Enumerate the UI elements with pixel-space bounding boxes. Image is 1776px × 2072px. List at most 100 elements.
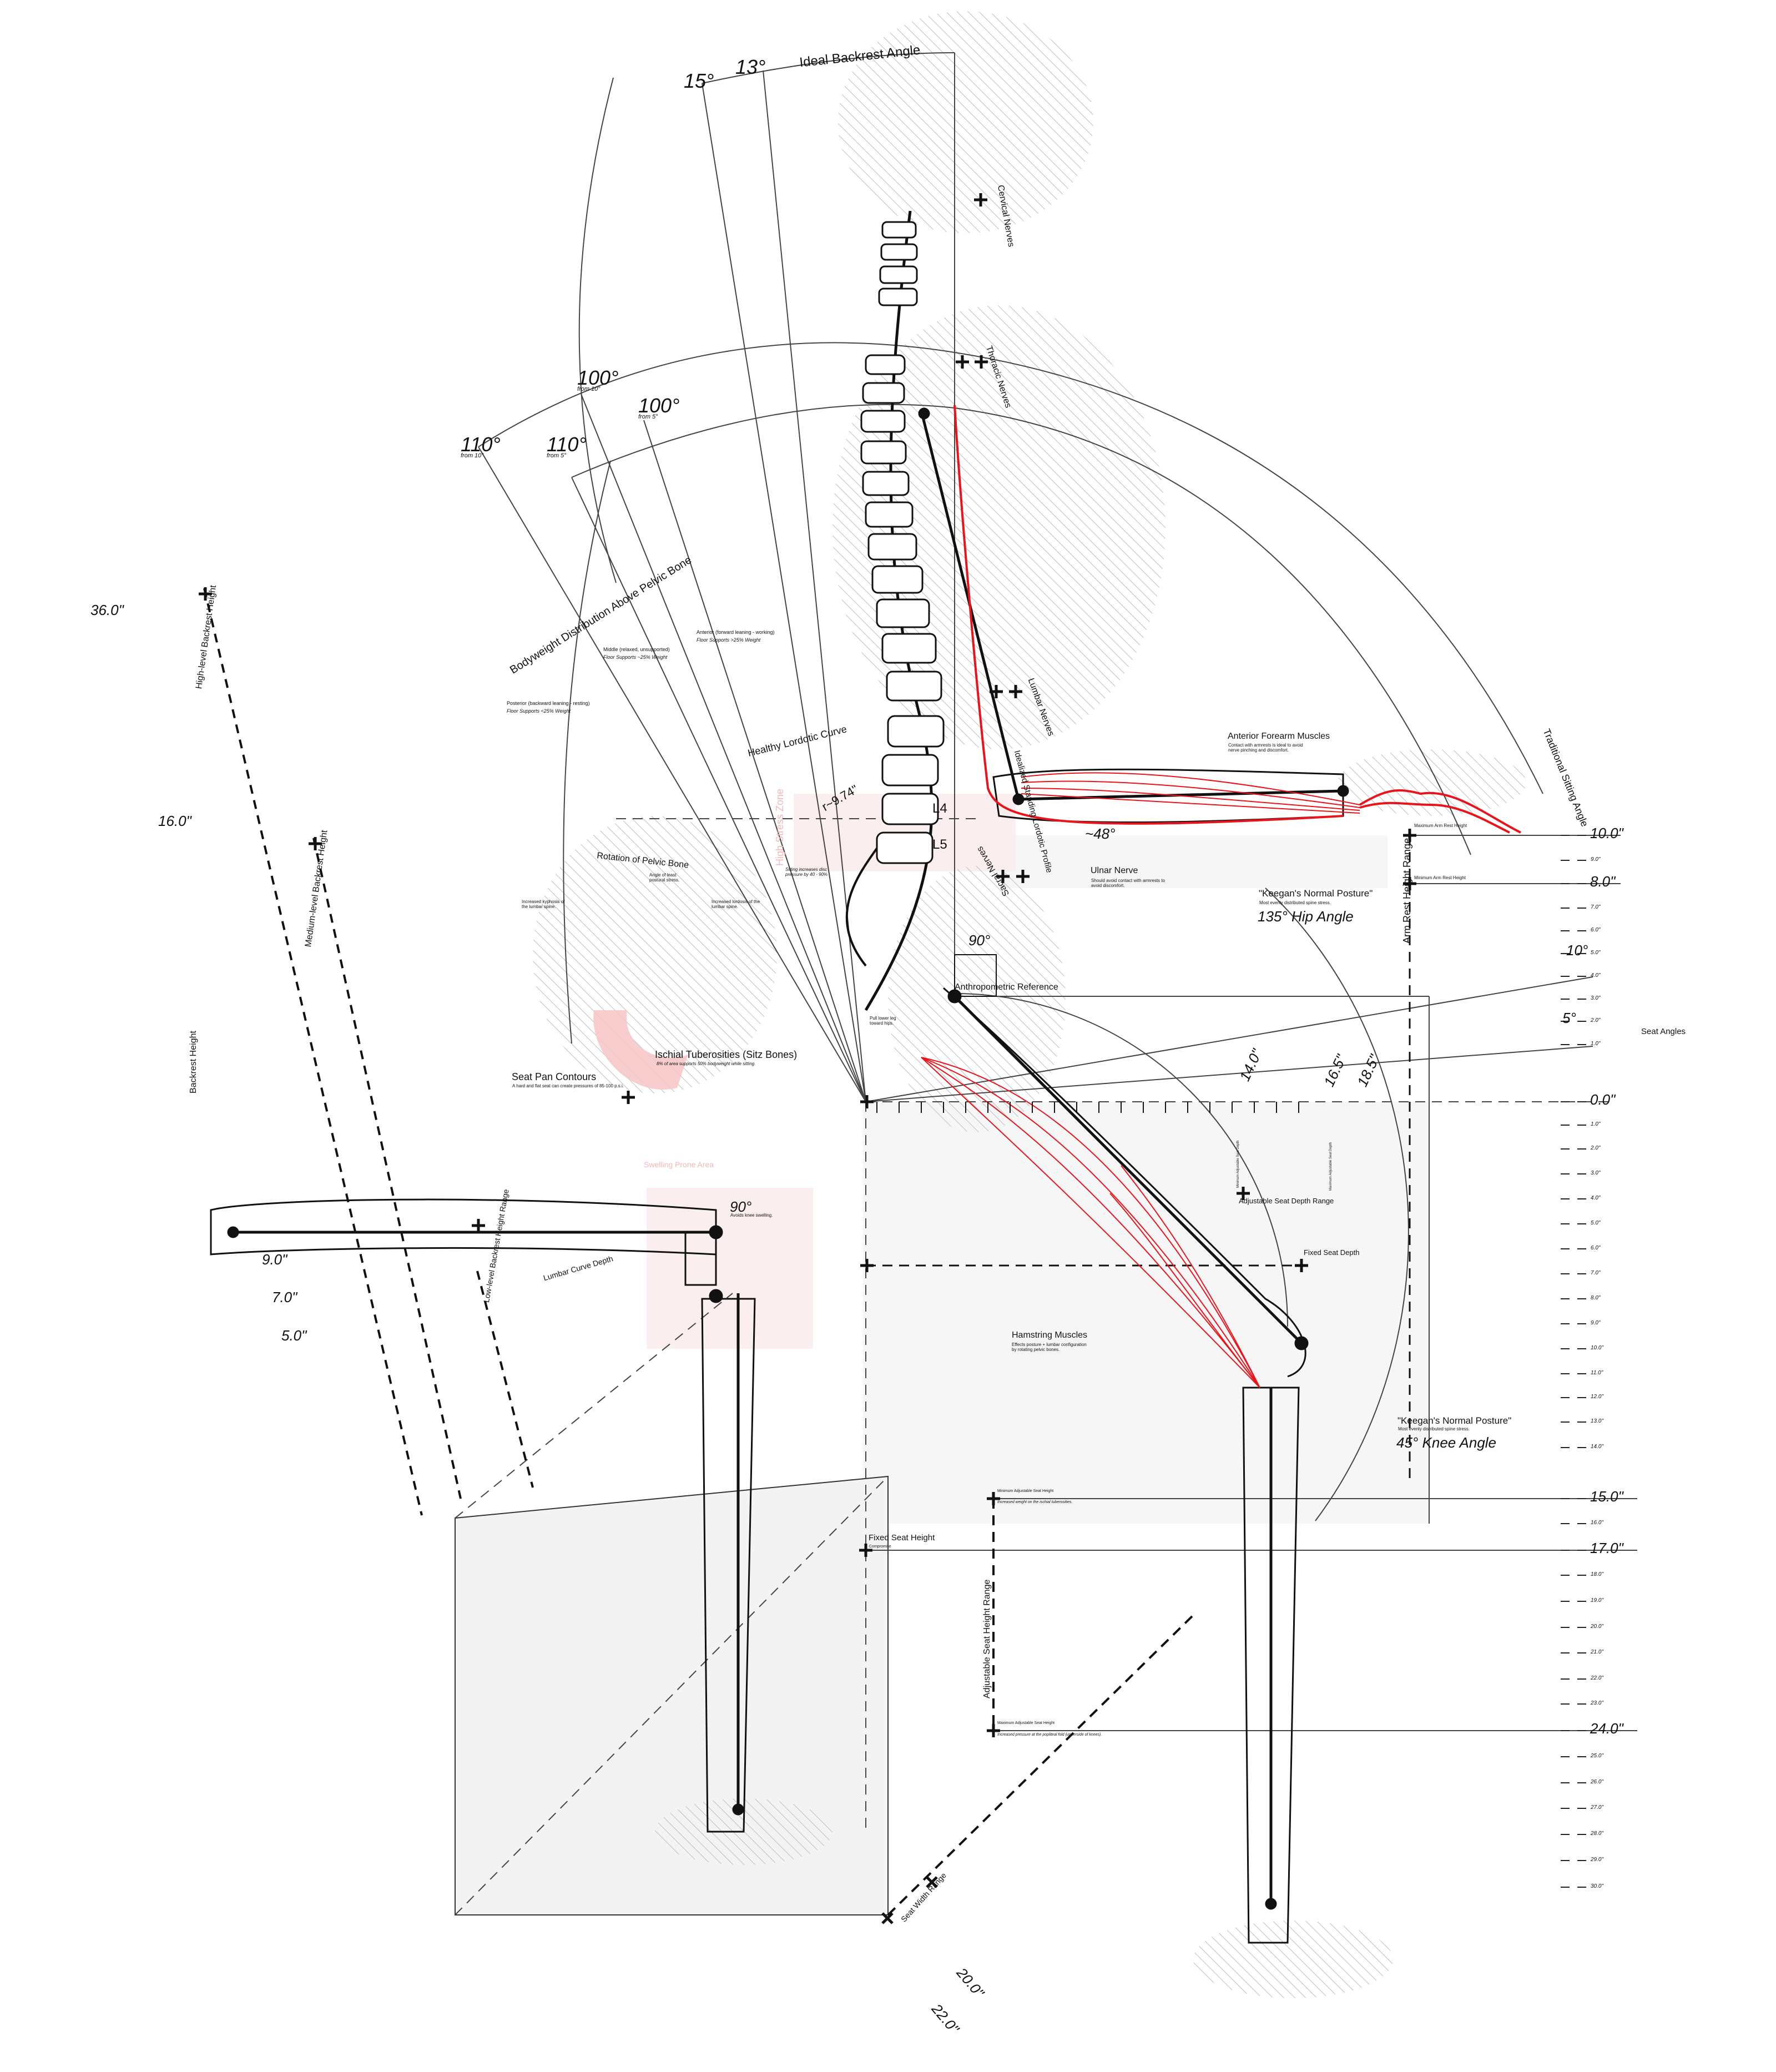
right-scale-tick-label: 9.0" [1591, 1320, 1601, 1326]
right-scale-major-label: 24.0" [1590, 1720, 1623, 1737]
middle-note: Floor Supports ~25% Weight [603, 654, 668, 660]
backrest-36: 36.0" [90, 602, 124, 618]
leg-bones [210, 954, 1309, 1944]
right-scale-tick-label: 3.0" [1591, 995, 1601, 1001]
muscle-fibers [921, 405, 1521, 1388]
min-seat-depth-label: Minimum Adjustable Seat Depth [1237, 1140, 1240, 1188]
anterior-note: Floor Supports >25% Weight [697, 637, 761, 643]
right-scale-tick-label: 7.0" [1591, 1270, 1601, 1276]
backrest-7: 7.0" [272, 1289, 297, 1305]
elbow-angle: ~48° [1085, 825, 1116, 842]
seat-angles-label: Seat Angles [1641, 1027, 1686, 1036]
right-scale-tick-label: 22.0" [1591, 1675, 1604, 1681]
recline-110-from-10-note: from 10° [461, 452, 484, 459]
anterior-forearm-note: Contact with armrests is ideal to avoid … [1228, 743, 1303, 753]
knee-90-angle: 90° [730, 1198, 752, 1215]
max-seat-height-note: Increased pressure at the popliteal fold… [997, 1733, 1102, 1737]
right-scale-tick-label: 4.0" [1591, 972, 1601, 979]
middle-label: Middle (relaxed, unsupported) [603, 647, 670, 652]
pull-lower-leg-note: Pull lower leg toward hips. [870, 1016, 896, 1026]
adjustable-seat-height-range-label: Adjustable Seat Height Range [982, 1579, 992, 1698]
hip-posture-note: Most evenly distributed spine stress. [1259, 900, 1331, 905]
hip-90-angle: 90° [968, 932, 991, 949]
right-scale-tick-label: 1.0" [1591, 1121, 1601, 1127]
min-arm-rest-label: Minimum Arm Rest Height [1414, 875, 1466, 880]
recline-110-from-5-note: from 5° [547, 452, 567, 459]
right-scale-major-label: 17.0" [1590, 1540, 1623, 1556]
seat-angle-10: 10° [1566, 942, 1588, 959]
recline-110-from-5: 110° [547, 433, 587, 456]
backrest-height-label: Backrest Height [189, 1031, 198, 1093]
right-scale-tick-label: 5.0" [1591, 1220, 1601, 1226]
hip-posture-title: "Keegan's Normal Posture" [1259, 888, 1373, 899]
min-seat-height-label: Minimum Adjustable Seat Height [997, 1489, 1054, 1493]
right-scale-tick-label: 16.0" [1591, 1520, 1604, 1526]
recline-100-from-5-note: from 5° [638, 414, 658, 420]
right-scale-tick-label: 26.0" [1591, 1779, 1604, 1785]
angle-13: 13° [735, 56, 766, 78]
knee-posture-note: Most evenly distributed spine stress. [1398, 1426, 1470, 1431]
kyphosis-note: Increased kyphosis of the lumbar spine. [522, 899, 565, 910]
right-scale-tick-label: 10.0" [1591, 1345, 1604, 1351]
hamstring-note: Effects posture + lumbar configuration b… [1012, 1342, 1087, 1353]
crosshair-markers [199, 193, 1416, 1924]
right-scale-major-label: 10.0" [1590, 825, 1623, 841]
ischial-tuberosities-title: Ischial Tuberosities (Sitz Bones) [655, 1049, 798, 1060]
angle-15: 15° [684, 69, 714, 92]
l4-label: L4 [932, 801, 947, 816]
right-scale-major-label: 0.0" [1590, 1091, 1616, 1108]
right-scale-tick-label: 2.0" [1591, 1145, 1601, 1151]
right-scale-tick-label: 2.0" [1591, 1017, 1601, 1024]
right-scale-tick-label: 27.0" [1591, 1804, 1604, 1811]
least-stress-note: Angle of least postural stress. [649, 873, 680, 883]
backrest-16: 16.0" [158, 813, 191, 829]
right-scale-tick-label: 9.0" [1591, 856, 1601, 863]
right-scale-tick-label: 23.0" [1591, 1700, 1604, 1706]
right-scale-tick-label: 1.0" [1591, 1041, 1601, 1047]
right-scale-tick-label: 11.0" [1591, 1370, 1603, 1376]
right-scale-tick-label: 8.0" [1591, 1295, 1601, 1301]
right-scale-dashes [1561, 835, 1586, 1888]
seat-depth-ticks [876, 1102, 1299, 1113]
right-scale-tick-label: 29.0" [1591, 1857, 1604, 1863]
right-scale-tick-label: 14.0" [1591, 1444, 1604, 1450]
seat-pan-note: A hard and flat seat can create pressure… [512, 1083, 624, 1088]
anterior-forearm-title: Anterior Forearm Muscles [1228, 732, 1330, 741]
right-scale-tick-label: 25.0" [1591, 1753, 1604, 1759]
l5-label: L5 [932, 837, 947, 852]
recline-100-from-5: 100° [638, 394, 680, 417]
high-stress-zone-label: High Stress Zone [774, 788, 785, 866]
right-scale-major-label: 15.0" [1590, 1488, 1623, 1505]
max-arm-rest-label: Maximum Arm Rest Height [1414, 823, 1467, 828]
adjustable-seat-depth-range-label: Adjustable Seat Depth Range [1239, 1197, 1334, 1205]
fixed-seat-depth-label: Fixed Seat Depth [1304, 1248, 1360, 1257]
recline-100-from-10-note: from 10° [577, 386, 601, 392]
hamstring-muscles-title: Hamstring Muscles [1012, 1330, 1088, 1340]
arm-rest-height-range-label: Arm Rest Height Range [1401, 838, 1412, 944]
right-scale-tick-label: 7.0" [1591, 904, 1601, 910]
seat-angle-5: 5° [1562, 1010, 1576, 1026]
vertebrae [860, 221, 945, 864]
right-scale-tick-label: 6.0" [1591, 1245, 1601, 1251]
min-seat-height-note: Increased weight on the ischial tuberosi… [997, 1500, 1073, 1504]
right-scale-major-label: 8.0" [1590, 873, 1616, 890]
swelling-prone-area-label: Swelling Prone Area [644, 1160, 714, 1169]
right-scale-tick-label: 20.0" [1591, 1624, 1604, 1630]
max-seat-depth-label: Maximum Adjustable Seat Depth [1329, 1142, 1333, 1191]
disc-pressure-note: Sitting increases disc pressure by 40 - … [785, 867, 828, 878]
right-scale-tick-label: 28.0" [1591, 1831, 1604, 1837]
fixed-seat-height-label: Fixed Seat Height [869, 1533, 935, 1542]
ulnar-nerve-note: Should avoid contact with armrests to av… [1091, 878, 1165, 889]
knee-posture-title: "Keegan's Normal Posture" [1397, 1415, 1512, 1426]
swelling-note: Avoids knee swelling. [730, 1213, 773, 1218]
backrest-9: 9.0" [262, 1251, 287, 1268]
right-scale-tick-label: 6.0" [1591, 927, 1601, 933]
anthropometric-reference-label: Anthropometric Reference [955, 982, 1058, 992]
max-seat-height-label: Maximum Adjustable Seat Height [997, 1721, 1055, 1725]
lordosis-note: Increased lordosis of the lumbar spine. [712, 899, 760, 910]
backrest-guides [203, 588, 534, 1516]
right-scale-tick-label: 12.0" [1591, 1394, 1604, 1400]
right-scale-tick-label: 18.0" [1591, 1571, 1604, 1577]
ulnar-nerve-title: Ulnar Nerve [1091, 866, 1138, 875]
